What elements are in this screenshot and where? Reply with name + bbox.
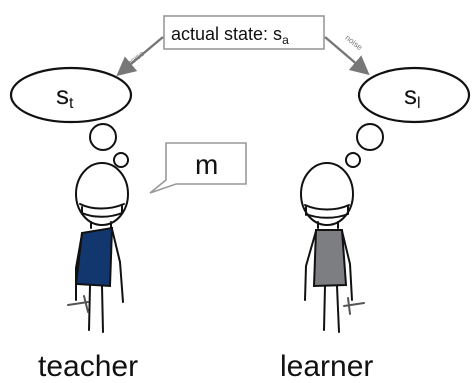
teacher-belief-subscript: t bbox=[69, 95, 74, 112]
noise-label-right: noise bbox=[343, 33, 364, 52]
learner-thought-dot-large bbox=[356, 123, 384, 151]
teacher-hammer bbox=[67, 295, 89, 313]
teacher-head bbox=[75, 162, 129, 226]
svg-text:sl: sl bbox=[404, 80, 421, 112]
learner-label: learner bbox=[280, 350, 373, 383]
teacher-shirt bbox=[74, 226, 114, 288]
teacher-label: teacher bbox=[38, 350, 138, 383]
learner-belief-subscript: l bbox=[417, 95, 421, 112]
message-text: m bbox=[195, 149, 218, 180]
noise-arrow-left bbox=[116, 36, 164, 77]
learner-hammer bbox=[343, 297, 365, 315]
actual-state-box: actual state: sa bbox=[163, 15, 325, 50]
svg-text:st: st bbox=[56, 80, 74, 112]
actual-state-label: actual state: s bbox=[171, 24, 282, 44]
teacher-thought-dot-large bbox=[89, 123, 117, 151]
teacher-thought-dot-small bbox=[113, 152, 129, 168]
learner-belief-bubble: sl bbox=[345, 66, 471, 168]
learner-thought-dot-small bbox=[345, 152, 361, 168]
learner-figure bbox=[300, 162, 365, 333]
teacher-belief-bubble: st bbox=[9, 66, 133, 168]
svg-text:actual state: sa: actual state: sa bbox=[171, 24, 289, 47]
actual-state-subscript: a bbox=[282, 33, 289, 47]
learner-shirt bbox=[312, 229, 348, 288]
learner-belief-base: s bbox=[404, 80, 417, 110]
teacher-figure bbox=[67, 162, 129, 333]
noise-label-left: noise bbox=[125, 49, 146, 68]
noise-arrow-right bbox=[324, 36, 370, 76]
learner-head bbox=[300, 162, 354, 226]
teacher-belief-base: s bbox=[56, 80, 69, 110]
message-speech-bubble: m bbox=[149, 142, 247, 194]
